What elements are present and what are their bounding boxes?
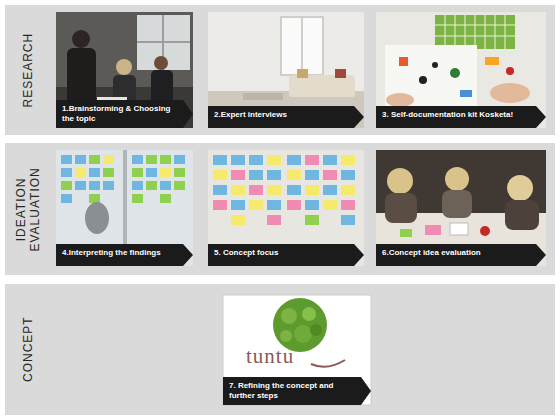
step-caption: 4.Interpreting the findings: [56, 244, 193, 266]
step-caption: 6.Concept idea evaluation: [376, 244, 546, 266]
phase-label: CONCEPT: [20, 297, 34, 401]
step-label: 1.Brainstorming & Choosing the topic: [56, 100, 193, 128]
step-label: 4.Interpreting the findings: [56, 244, 193, 262]
logo-text: tuntu: [246, 344, 294, 369]
phase-label: RESEARCH: [20, 18, 34, 122]
step-caption: 3. Self-documentation kit Kosketa!: [376, 106, 546, 128]
phase-band: 7. Refining the concept and further step…: [5, 284, 555, 415]
step-caption: 2.Expert interviews: [208, 106, 364, 128]
band-label-holder: IDEATION EVALUATION: [5, 143, 50, 275]
step-label: 7. Refining the concept and further step…: [223, 377, 371, 405]
step-caption: 5. Concept focus: [208, 244, 364, 266]
step-label: 2.Expert interviews: [208, 106, 364, 124]
band-label-holder: CONCEPT: [5, 284, 50, 415]
band-label-holder: RESEARCH: [5, 5, 50, 135]
step-caption: 1.Brainstorming & Choosing the topic: [56, 100, 193, 128]
step-label: 5. Concept focus: [208, 244, 364, 262]
step-label: 3. Self-documentation kit Kosketa!: [376, 106, 546, 124]
step-caption: 7. Refining the concept and further step…: [223, 377, 371, 405]
phase-band: 1.Brainstorming & Choosing the topic 2.Ex…: [5, 5, 555, 135]
phase-band: 4.Interpreting the findings 5. Concept fo…: [5, 143, 555, 275]
logo-holder: tuntu: [246, 344, 294, 369]
step-label: 6.Concept idea evaluation: [376, 244, 546, 262]
phase-label: IDEATION EVALUATION: [13, 157, 42, 261]
